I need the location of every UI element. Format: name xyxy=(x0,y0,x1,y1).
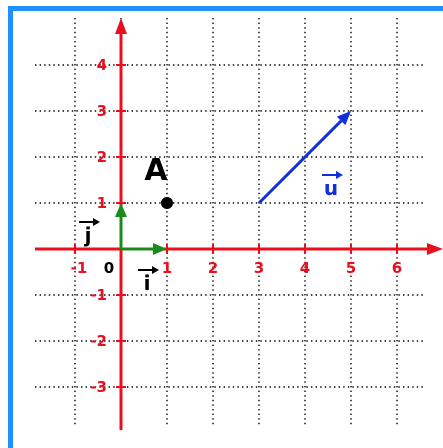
frame-border-left xyxy=(8,6,13,448)
x-tick-label: 1 xyxy=(162,259,172,277)
point-a-label: A xyxy=(144,153,168,188)
vector-i-label: i xyxy=(138,266,159,295)
y-tick-label: 4 xyxy=(97,56,107,74)
vector-j-label-text: j xyxy=(84,223,92,247)
point-a-dot xyxy=(161,197,173,209)
vector-u-label-arrow-tip xyxy=(336,171,343,179)
vector-u-shaft xyxy=(257,119,343,205)
x-tick-label: -1 xyxy=(71,259,88,277)
vector-j-arrowhead xyxy=(115,203,127,217)
vector-i-label-text: i xyxy=(144,271,151,295)
x-tick-label: 0 xyxy=(104,259,114,277)
x-tick-label: 2 xyxy=(208,259,218,277)
x-tick-label: 6 xyxy=(392,259,402,277)
y-axis-arrowhead xyxy=(115,18,127,34)
vector-j-label-arrow-tip xyxy=(93,218,100,226)
vector-u-label: u xyxy=(322,171,343,200)
points: A xyxy=(144,153,173,209)
vector-i-label-arrow-tip xyxy=(152,266,159,274)
y-tick-label: -1 xyxy=(90,286,107,304)
y-tick-label: 1 xyxy=(97,194,107,212)
vector-u-label-text: u xyxy=(324,176,338,200)
vector-u-arrowhead xyxy=(336,111,351,126)
x-tick-label: 5 xyxy=(346,259,356,277)
tick-labels: -1 0 1 2 3 4 5 6 4 3 2 1 -1 -2 -3 xyxy=(71,56,403,396)
x-tick-label: 4 xyxy=(300,259,310,277)
vector-i-arrowhead xyxy=(153,243,167,255)
y-tick-label: -2 xyxy=(90,332,107,350)
x-tick-label: 3 xyxy=(254,259,264,277)
vector-j-label: j xyxy=(79,218,100,247)
y-tick-label: 2 xyxy=(97,148,107,166)
x-axis-arrowhead xyxy=(427,243,443,255)
y-tick-label: 3 xyxy=(97,102,107,120)
frame-border-top xyxy=(8,6,443,11)
y-tick-label: -3 xyxy=(90,378,107,396)
vectors: i j u xyxy=(79,111,351,295)
